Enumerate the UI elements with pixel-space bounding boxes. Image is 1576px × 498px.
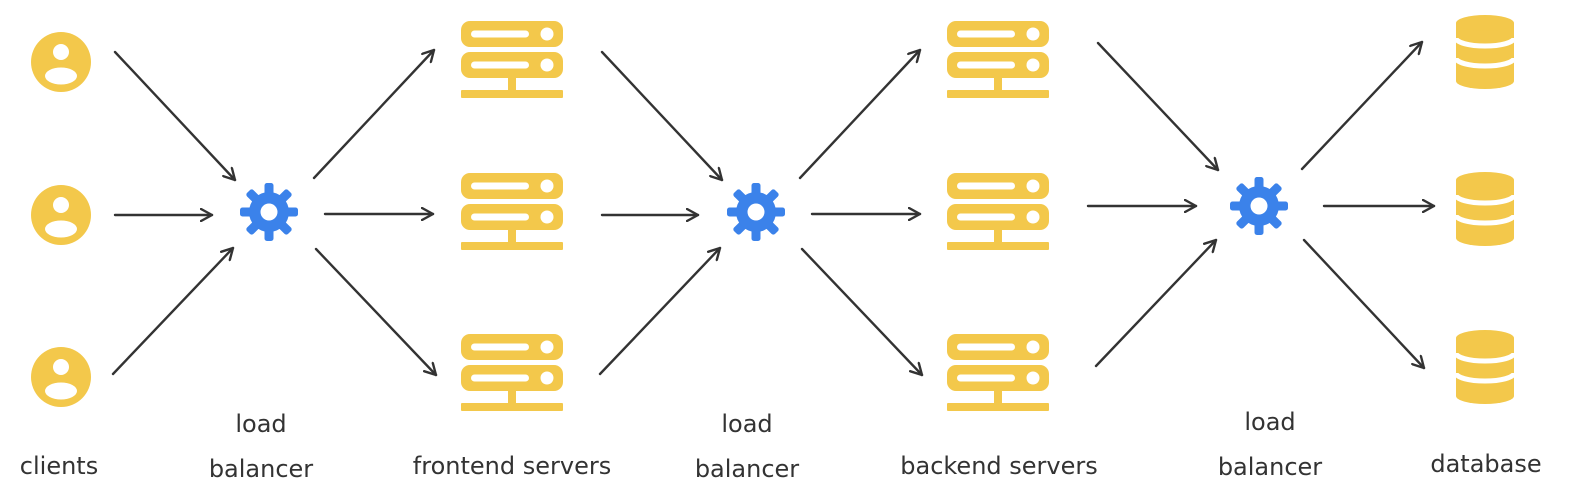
arrow-lb1-frontend1	[312, 48, 436, 180]
database-icon	[1456, 15, 1514, 89]
backend-server-nodes	[947, 21, 1049, 411]
user-icon	[31, 347, 91, 407]
gear-icon	[240, 183, 298, 241]
server-icon	[461, 334, 563, 411]
database-icon	[1456, 330, 1514, 404]
arrow-backend3-lb3	[1094, 238, 1218, 368]
user-icon	[31, 185, 91, 245]
clients-label: clients	[19, 452, 99, 480]
database-icon	[1456, 172, 1514, 246]
gear-icon	[1230, 177, 1288, 235]
arrow-lb3-db3	[1302, 238, 1426, 370]
arrow-lb1-frontend3	[314, 247, 438, 377]
client-nodes	[31, 32, 91, 407]
frontend-servers-label: frontend servers	[412, 452, 612, 480]
lb3-label-line2: balancer	[1217, 453, 1323, 481]
backend-servers-label: backend servers	[900, 452, 1098, 480]
user-icon	[31, 32, 91, 92]
arrow-lb3-db1	[1300, 40, 1424, 171]
lb3-label-line1: load	[1244, 408, 1296, 436]
database-nodes	[1456, 15, 1514, 404]
load-balancer-nodes	[240, 177, 1288, 241]
database-label: database	[1430, 450, 1542, 478]
arrow-frontend1-lb2	[600, 50, 724, 182]
gear-icon	[727, 183, 785, 241]
server-icon	[947, 334, 1049, 411]
arrow-frontend3-lb2	[598, 246, 722, 376]
lb1-label-line1: load	[235, 410, 287, 438]
server-icon	[947, 173, 1049, 250]
lb2-label-line2: balancer	[694, 455, 800, 483]
arrow-lb2-backend1	[798, 48, 922, 180]
arrow-backend1-lb3	[1096, 41, 1220, 172]
lb1-label-line2: balancer	[208, 455, 314, 483]
server-icon	[461, 21, 563, 98]
arrow-client3-lb1	[111, 246, 235, 376]
frontend-server-nodes	[461, 21, 563, 411]
lb2-label-line1: load	[721, 410, 773, 438]
connector-arrows	[111, 40, 1436, 377]
server-icon	[461, 173, 563, 250]
arrow-lb2-backend3	[800, 247, 924, 377]
arrow-client1-lb1	[113, 50, 237, 182]
server-icon	[947, 21, 1049, 98]
